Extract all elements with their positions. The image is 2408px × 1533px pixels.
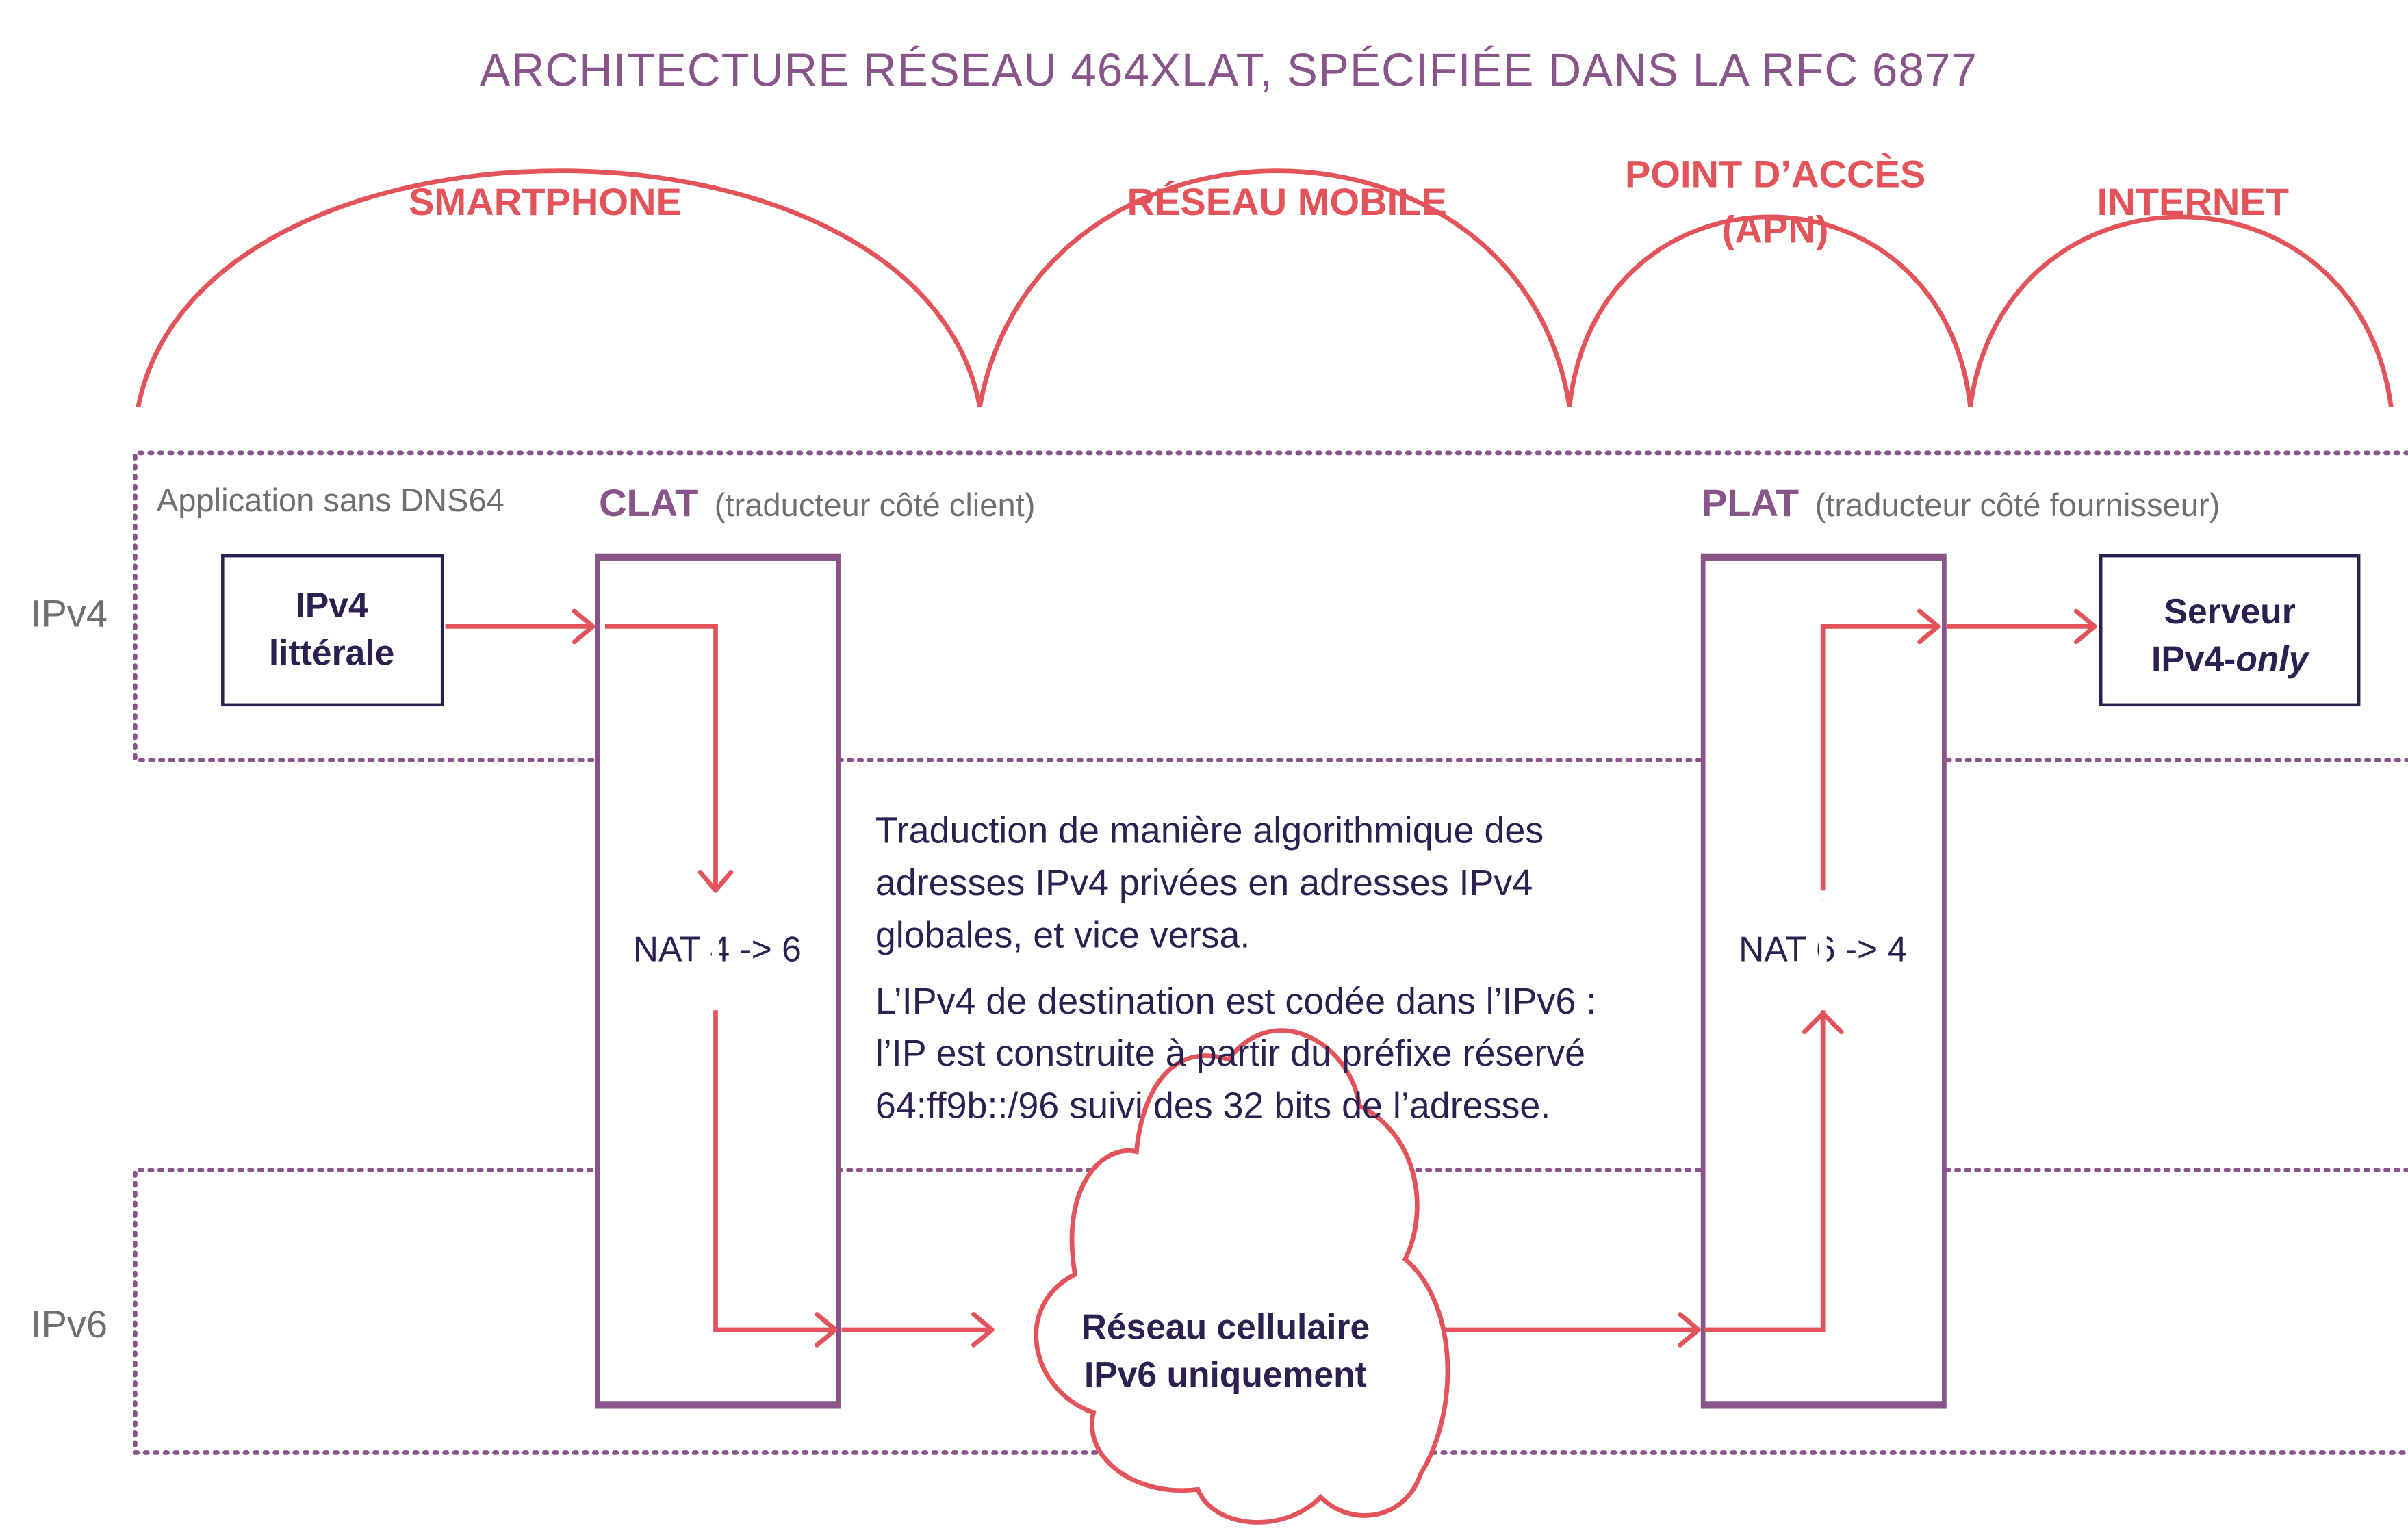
clat-box	[595, 553, 841, 1409]
server-line1: Serveur	[2164, 591, 2296, 631]
plat-box	[1700, 553, 1947, 1409]
arrowhead-plat-up	[1802, 1010, 1844, 1035]
clat-header: CLAT (traducteur côté client)	[599, 481, 1035, 524]
arc-smartphone	[136, 168, 982, 408]
arrow-clat-out	[713, 1010, 838, 1348]
desc-para2-line1: L’IPv4 de destination est codée dans l’I…	[875, 981, 1596, 1022]
arrow-plat-up-line	[1704, 899, 1826, 1332]
desc-para2-line2: l’IP est construite à partir du préfixe …	[875, 1033, 1585, 1074]
ipv4-literal-box	[221, 554, 444, 707]
server-line2-a: IPv4-	[2151, 639, 2236, 678]
cloud-line1: Réseau cellulaire	[1081, 1306, 1370, 1346]
plat-desc: (traducteur côté fournisseur)	[1815, 487, 2220, 523]
diagram-title: ARCHITECTURE RÉSEAU 464XLAT, SPÉCIFIÉE D…	[480, 45, 1977, 96]
cloud-line2: IPv6 uniquement	[1084, 1354, 1367, 1394]
desc-para2-line3: 64:ff9b::/96 suivi des 32 bits de l’adre…	[875, 1085, 1550, 1126]
clat-desc: (traducteur côté client)	[715, 487, 1036, 523]
server-line2-b: only	[2236, 639, 2309, 678]
server-box	[2099, 554, 2361, 707]
zone-label-apn-line2: (APN)	[1722, 207, 1829, 250]
ipv4-layer-boundary	[133, 450, 2408, 762]
server-line2: IPv4-only	[2151, 639, 2310, 678]
ipv4-literal-line1: IPv4	[296, 585, 368, 625]
cloud-shape	[1034, 1028, 1450, 1525]
description: Traduction de manière algorithmique des …	[875, 810, 1596, 1126]
arrow-plat-out	[1820, 608, 1941, 891]
plat-name: PLAT	[1702, 481, 1799, 524]
zone-label-apn-line1: POINT D’ACCÈS	[1625, 153, 1925, 196]
ipv4-literal-line2: littérale	[269, 632, 395, 672]
desc-para1-line1: Traduction de manière algorithmique des	[875, 810, 1544, 851]
arc-internet	[1968, 214, 2394, 408]
desc-para1-line3: globales, et vice versa.	[875, 914, 1251, 955]
arc-reseau-mobile	[977, 168, 1572, 408]
app-label: Application sans DNS64	[157, 482, 504, 518]
layer-label-ipv6: IPv6	[31, 1302, 107, 1345]
arc-apn	[1567, 214, 1973, 407]
layer-label-ipv4: IPv4	[31, 591, 107, 634]
clat-name: CLAT	[599, 481, 698, 524]
desc-para1-line2: adresses IPv4 privées en adresses IPv4	[875, 862, 1533, 903]
plat-header: PLAT (traducteur côté fournisseur)	[1702, 481, 2220, 524]
arrow-clat-down	[604, 624, 734, 893]
zone-arcs	[136, 168, 2394, 408]
flow-arrows	[445, 608, 2097, 1348]
zone-label-smartphone: SMARTPHONE	[409, 180, 682, 223]
